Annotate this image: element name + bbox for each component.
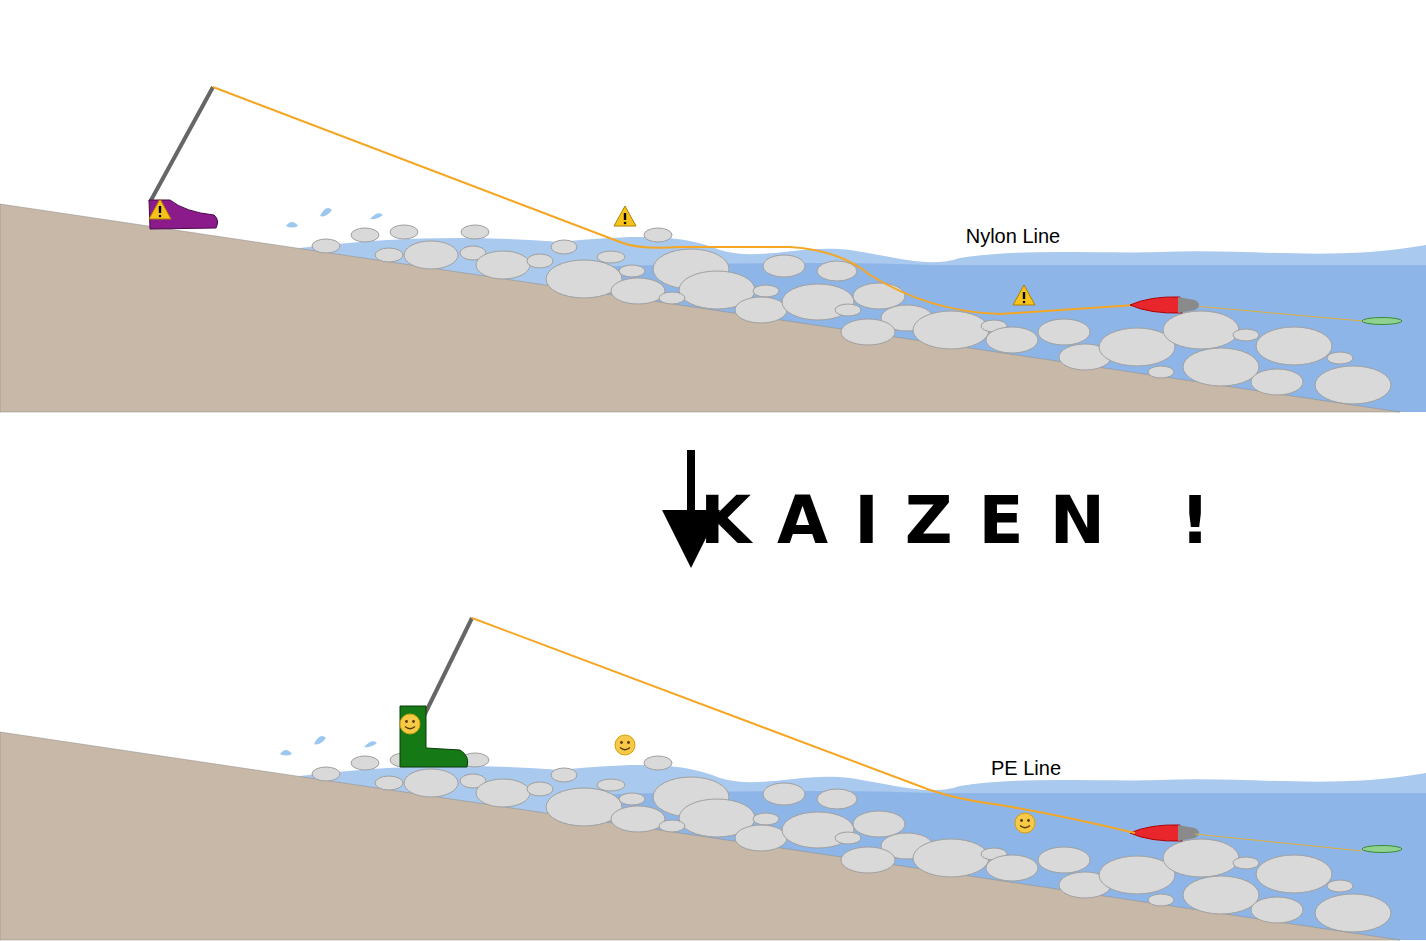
line-type-label: Nylon Line [966, 225, 1061, 248]
kaizen-heading: KAIZEN ! [700, 482, 1236, 559]
line-type-label: PE Line [991, 757, 1061, 780]
